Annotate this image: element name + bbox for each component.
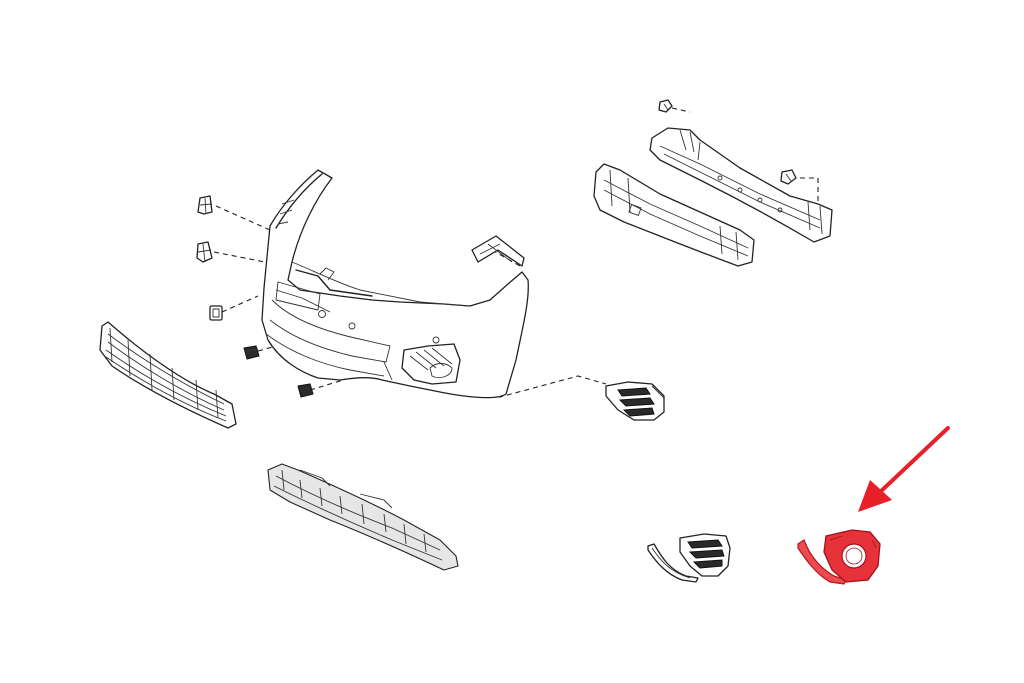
lower-grille [99, 321, 237, 429]
front-bumper-cover [261, 169, 529, 399]
clip-upper-icon [197, 195, 213, 215]
screw-upper-icon [243, 345, 260, 360]
fog-cover-vent [605, 381, 665, 421]
fog-lamp-bezel-highlighted [797, 529, 881, 585]
bumper-reinforcement [593, 127, 833, 267]
screw-lower-icon [297, 383, 314, 398]
red-arrow-icon [858, 426, 950, 512]
clip-middle-icon [196, 241, 213, 263]
fog-cover-with-trim [647, 533, 731, 583]
bolt-upper-icon [658, 99, 673, 113]
lower-spoiler [267, 463, 459, 571]
retainer-nut-icon [209, 305, 223, 321]
bolt-right-icon [780, 169, 797, 185]
